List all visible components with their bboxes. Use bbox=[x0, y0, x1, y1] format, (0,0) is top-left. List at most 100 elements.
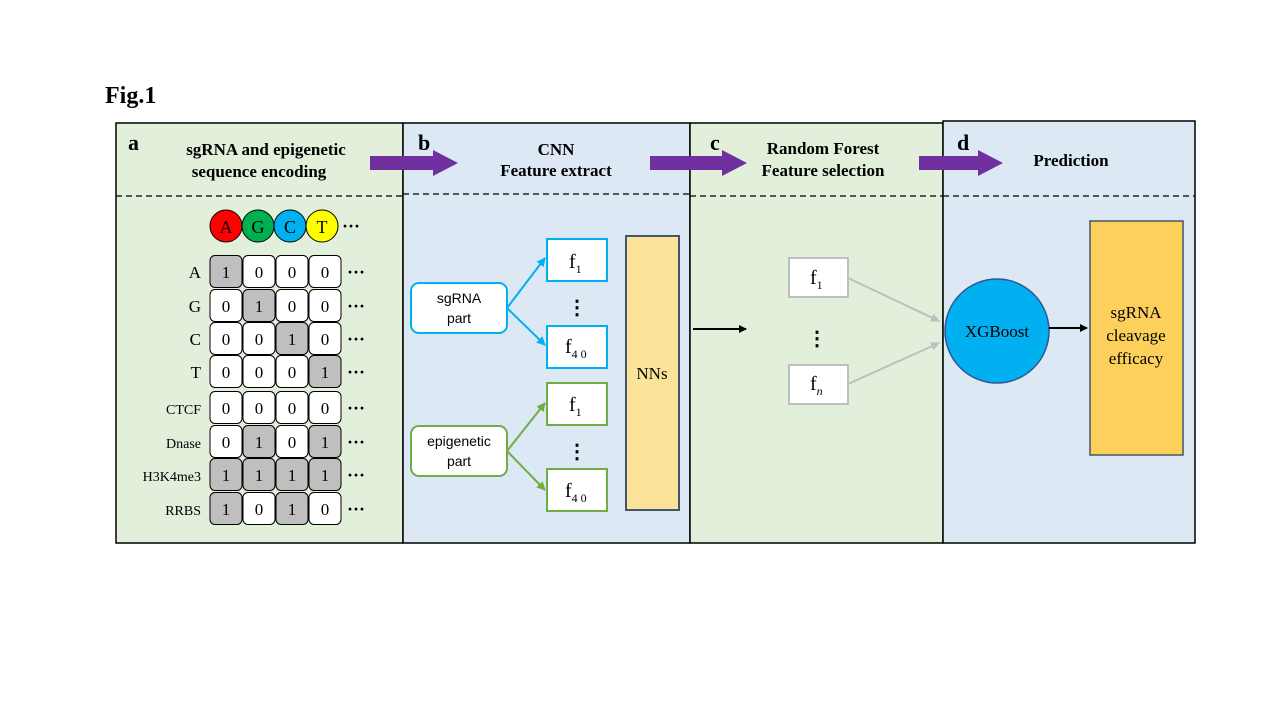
epi-feature-last: f4 0 bbox=[565, 480, 587, 505]
row-label: G bbox=[189, 297, 201, 316]
sgrna-vdots: ⋮ bbox=[567, 297, 587, 319]
output-line1: sgRNA bbox=[1110, 303, 1162, 322]
subscript: 1 bbox=[817, 278, 823, 292]
matrix-cell bbox=[209, 289, 243, 322]
matrix-cell-value: 0 bbox=[222, 433, 231, 452]
panel-d-title: Prediction bbox=[1033, 151, 1109, 170]
xgboost-label: XGBoost bbox=[965, 322, 1030, 341]
stage-arrow-b-c bbox=[650, 150, 747, 176]
base-ellipsis: ··· bbox=[342, 216, 360, 236]
row-label: RRBS bbox=[165, 504, 201, 519]
rf-arrow-top bbox=[847, 277, 940, 322]
output-box bbox=[1089, 220, 1184, 456]
f-letter: f bbox=[569, 394, 576, 416]
matrix-cell bbox=[275, 255, 309, 288]
matrix-cell bbox=[209, 322, 243, 355]
matrix-cell bbox=[209, 391, 243, 424]
f-letter: f bbox=[565, 480, 572, 502]
matrix-cell bbox=[209, 355, 243, 388]
panel-a-letter: a bbox=[128, 130, 139, 155]
epi-arrow-down bbox=[506, 450, 546, 491]
matrix-cell-value: 1 bbox=[288, 500, 297, 519]
base-letter-t: T bbox=[317, 217, 328, 237]
row-ellipsis: ··· bbox=[347, 432, 365, 452]
matrix-cell-value: 0 bbox=[288, 433, 297, 452]
base-letter-a: A bbox=[220, 217, 233, 237]
panel-d-letter: d bbox=[957, 130, 969, 155]
subscript: 1 bbox=[576, 262, 582, 276]
matrix-cell bbox=[209, 255, 243, 288]
epi-feature-last-box bbox=[546, 468, 608, 512]
panel-b-letter: b bbox=[418, 130, 430, 155]
figure-title: Fig.1 bbox=[105, 83, 156, 109]
matrix-cell-value: 1 bbox=[288, 466, 297, 485]
matrix-cell-value: 1 bbox=[255, 466, 264, 485]
matrix-cell-value: 1 bbox=[321, 466, 330, 485]
panel-c bbox=[689, 122, 944, 544]
row-label: T bbox=[191, 363, 202, 382]
matrix-cell bbox=[308, 391, 342, 424]
matrix-cell bbox=[209, 492, 243, 525]
row-label: Dnase bbox=[166, 437, 201, 452]
base-circles: A G C T ··· bbox=[209, 209, 360, 243]
matrix-cell bbox=[275, 355, 309, 388]
panel-c-title-line1: Random Forest bbox=[767, 139, 880, 158]
matrix-cell-value: 0 bbox=[255, 330, 264, 349]
base-letter-g: G bbox=[252, 217, 265, 237]
matrix-cell bbox=[308, 255, 342, 288]
matrix-cell-value: 0 bbox=[222, 297, 231, 316]
stage-arrow-a-b bbox=[370, 150, 458, 176]
matrix-cell-value: 1 bbox=[321, 433, 330, 452]
row-ellipsis: ··· bbox=[347, 362, 365, 382]
matrix-cell bbox=[308, 322, 342, 355]
row-ellipsis: ··· bbox=[347, 499, 365, 519]
nns-label: NNs bbox=[636, 364, 667, 383]
rf-feature-first: f1 bbox=[810, 267, 823, 292]
sgrna-part-line2: part bbox=[447, 310, 471, 326]
sgrna-feature-first-box bbox=[546, 238, 608, 282]
sgrna-feature-last: f4 0 bbox=[565, 336, 587, 361]
matrix-cell bbox=[308, 425, 342, 458]
row-label: CTCF bbox=[166, 403, 201, 418]
epigenetic-part-line2: part bbox=[447, 453, 471, 469]
matrix-cell-value: 0 bbox=[288, 297, 297, 316]
matrix-cell-value: 1 bbox=[288, 330, 297, 349]
matrix-cell bbox=[308, 355, 342, 388]
matrix-cell-value: 0 bbox=[321, 399, 330, 418]
xgboost-node bbox=[944, 278, 1050, 384]
matrix-cell-value: 0 bbox=[321, 297, 330, 316]
base-circle-t bbox=[305, 209, 339, 243]
row-ellipsis: ··· bbox=[347, 262, 365, 282]
rf-feature-first-box bbox=[788, 257, 849, 298]
matrix-cell bbox=[209, 458, 243, 491]
matrix-cell-value: 0 bbox=[255, 263, 264, 282]
panel-b-title-line2: Feature extract bbox=[500, 161, 612, 180]
matrix-cell bbox=[308, 458, 342, 491]
rf-feature-last: fn bbox=[810, 373, 823, 398]
matrix-cell-value: 0 bbox=[255, 500, 264, 519]
matrix-cell bbox=[242, 391, 276, 424]
matrix-cell-value: 0 bbox=[255, 399, 264, 418]
row-ellipsis: ··· bbox=[347, 296, 365, 316]
f-letter: f bbox=[569, 251, 576, 273]
matrix-cell bbox=[242, 355, 276, 388]
matrix-cell bbox=[209, 425, 243, 458]
subscript: n bbox=[817, 384, 823, 398]
matrix-cell-value: 1 bbox=[222, 263, 231, 282]
row-ellipsis: ··· bbox=[347, 465, 365, 485]
panel-a-title-line2: sequence encoding bbox=[192, 162, 327, 181]
matrix-cell-value: 0 bbox=[321, 330, 330, 349]
matrix-cell-value: 0 bbox=[255, 363, 264, 382]
matrix-cell-value: 1 bbox=[321, 363, 330, 382]
matrix-cell-value: 0 bbox=[222, 399, 231, 418]
epi-feature-first: f1 bbox=[569, 394, 582, 419]
matrix-cell-value: 1 bbox=[222, 500, 231, 519]
epi-vdots: ⋮ bbox=[567, 441, 587, 463]
output-line3: efficacy bbox=[1109, 349, 1164, 368]
matrix-cell-value: 1 bbox=[255, 433, 264, 452]
subscript: 4 0 bbox=[572, 491, 587, 505]
stage-arrow-c-d bbox=[919, 150, 1003, 176]
epi-feature-first-box bbox=[546, 382, 608, 426]
